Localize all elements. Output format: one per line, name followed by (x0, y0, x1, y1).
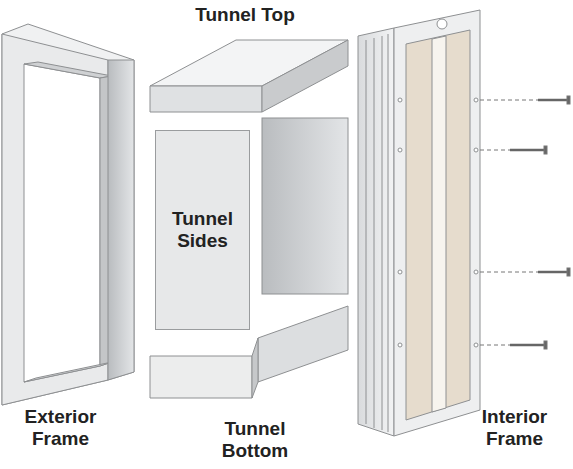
tunnel-side-panel: Tunnel Sides (155, 130, 250, 330)
tunnel-top-piece (150, 40, 348, 112)
part-name: Tunnel Bottom (200, 418, 310, 462)
part-name: Tunnel Sides (163, 208, 243, 252)
part-name: Interior Frame (462, 406, 567, 450)
part-name: Tunnel Top (150, 4, 340, 26)
screws (480, 96, 570, 349)
interior-frame (358, 10, 480, 436)
tunnel-side-panel (262, 118, 348, 294)
exterior-frame (2, 24, 134, 405)
part-name: Exterior Frame (8, 406, 113, 450)
